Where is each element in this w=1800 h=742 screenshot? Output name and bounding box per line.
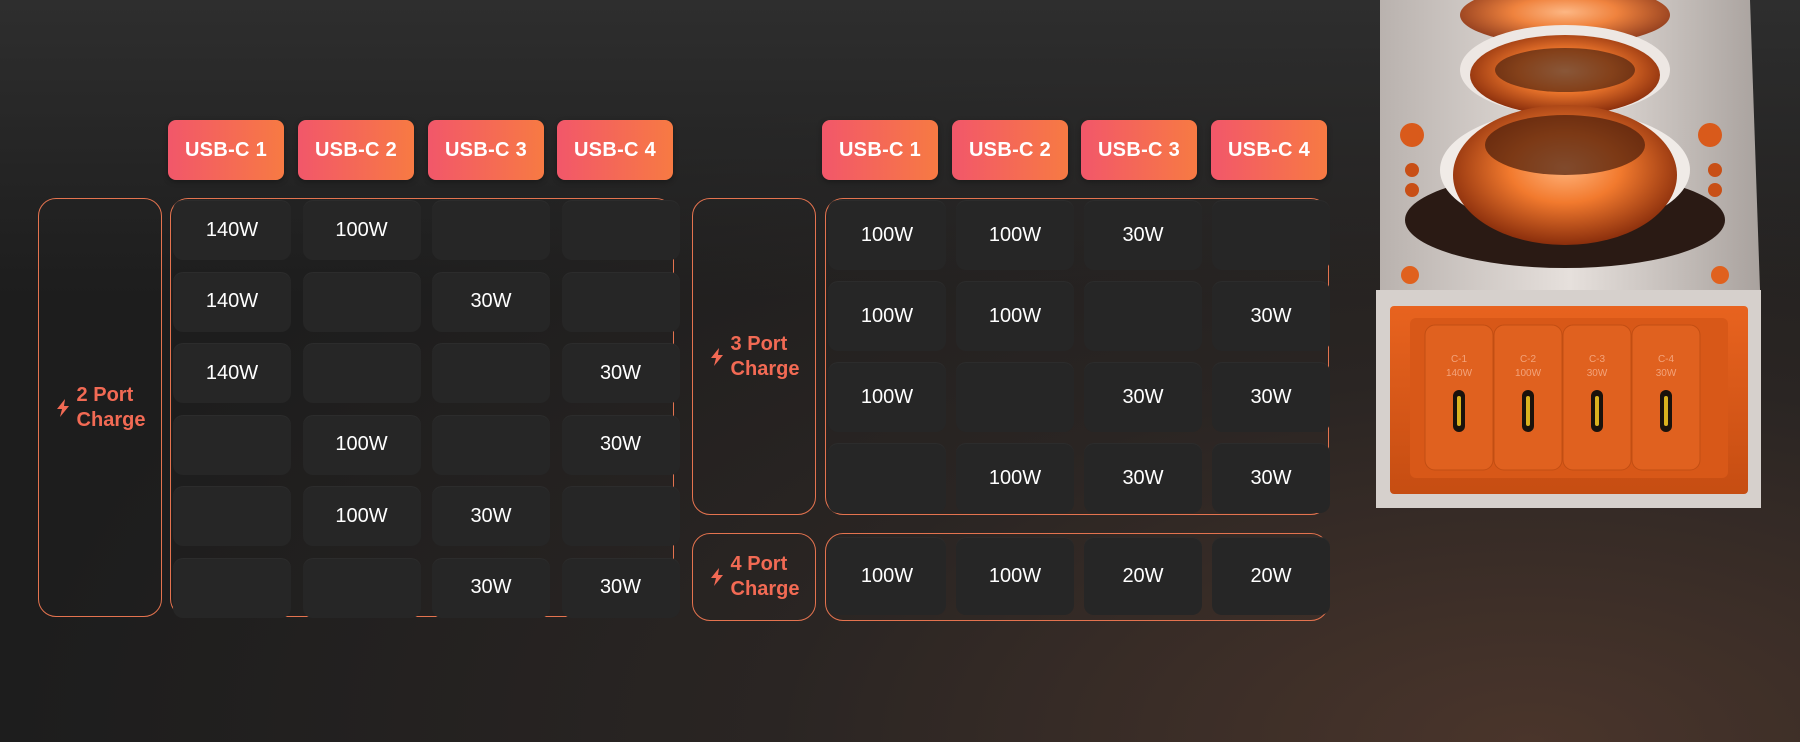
two-port-cell-r6-c1 — [173, 557, 291, 618]
two-port-cell-r3-c1: 140W — [173, 343, 291, 403]
two-port-cell-r2-c2 — [302, 271, 421, 332]
three-port-cell-r2-c4: 30W — [1212, 281, 1330, 351]
two-port-cell-r1-c4 — [561, 200, 680, 260]
two-port-cell-r6-c3: 30W — [432, 557, 550, 618]
three-port-cell-r4-c1 — [828, 443, 946, 513]
three-port-cell-r2-c1: 100W — [828, 281, 946, 351]
device-port-label-2: C-2 — [1520, 354, 1537, 365]
three-port-cell-r3-c1: 100W — [828, 362, 946, 432]
charger-device-illustration: C-1 C-2 C-3 C-4 140W 100W 30W 30W — [1376, 0, 1761, 508]
right-port-header-1: USB-C 1 — [822, 120, 938, 180]
two-port-cell-r4-c2: 100W — [302, 414, 421, 475]
two-port-cell-r4-c1 — [173, 414, 291, 475]
device-port-label-3: C-3 — [1589, 354, 1606, 365]
three-port-label-line2: Charge — [730, 357, 800, 380]
two-port-cell-r3-c4: 30W — [561, 343, 680, 403]
left-port-header-1: USB-C 1 — [168, 120, 284, 180]
two-port-cell-r6-c2 — [302, 557, 421, 618]
four-port-cell-r1-c1: 100W — [828, 537, 946, 615]
three-port-label-box: 3 Port Charge — [692, 198, 816, 515]
device-port-watt-4: 30W — [1656, 368, 1677, 379]
three-port-cell-r1-c4 — [1212, 200, 1330, 270]
two-port-label-line1: 2 Port — [76, 383, 134, 406]
device-ports — [1424, 324, 1701, 471]
device-port-watt-3: 30W — [1587, 368, 1608, 379]
four-port-label-line1: 4 Port — [730, 553, 788, 575]
two-port-label-box: 2 Port Charge — [38, 198, 162, 617]
two-port-cell-r5-c3: 30W — [432, 486, 550, 546]
two-port-cell-r2-c3: 30W — [432, 271, 550, 332]
three-port-cell-r2-c2: 100W — [956, 281, 1074, 351]
device-port-label-4: C-4 — [1658, 354, 1675, 365]
four-port-cell-r1-c3: 20W — [1084, 537, 1202, 615]
two-port-cell-r5-c2: 100W — [302, 486, 421, 546]
two-port-cell-r5-c1 — [173, 486, 291, 546]
three-port-cell-r1-c3: 30W — [1084, 200, 1202, 270]
right-port-header-2: USB-C 2 — [952, 120, 1068, 180]
device-port-label-1: C-1 — [1451, 354, 1468, 365]
two-port-grid-box — [170, 198, 674, 617]
three-port-grid-box — [825, 198, 1329, 515]
four-port-cell-r1-c4: 20W — [1212, 537, 1330, 615]
bolt-icon — [710, 568, 723, 586]
two-port-cell-r1-c3 — [432, 200, 550, 260]
four-port-label-line2: Charge — [730, 578, 800, 600]
two-port-cell-r1-c1: 140W — [173, 200, 291, 260]
two-port-label-line2: Charge — [76, 408, 146, 431]
two-port-cell-r4-c4: 30W — [561, 414, 680, 475]
two-port-cell-r6-c4: 30W — [561, 557, 680, 618]
bolt-icon — [56, 398, 69, 417]
right-port-header-3: USB-C 3 — [1081, 120, 1197, 180]
two-port-cell-r2-c4 — [561, 271, 680, 332]
two-port-cell-r1-c2: 100W — [302, 200, 421, 260]
three-port-cell-r3-c2 — [956, 362, 1074, 432]
three-port-cell-r1-c1: 100W — [828, 200, 946, 270]
bolt-icon — [710, 347, 723, 366]
left-port-header-2: USB-C 2 — [298, 120, 414, 180]
four-port-label-box: 4 Port Charge — [692, 533, 816, 621]
device-port-watt-1: 140W — [1446, 368, 1473, 379]
three-port-label-line1: 3 Port — [730, 332, 788, 355]
three-port-cell-r2-c3 — [1084, 281, 1202, 351]
three-port-cell-r1-c2: 100W — [956, 200, 1074, 270]
three-port-cell-r4-c2: 100W — [956, 443, 1074, 513]
two-port-cell-r2-c1: 140W — [173, 271, 291, 332]
three-port-cell-r4-c4: 30W — [1212, 443, 1330, 513]
two-port-cell-r3-c2 — [302, 343, 421, 403]
left-port-header-4: USB-C 4 — [557, 120, 673, 180]
right-port-header-4: USB-C 4 — [1211, 120, 1327, 180]
four-port-cell-r1-c2: 100W — [956, 537, 1074, 615]
two-port-cell-r5-c4 — [561, 486, 680, 546]
three-port-cell-r4-c3: 30W — [1084, 443, 1202, 513]
two-port-cell-r4-c3 — [432, 414, 550, 475]
three-port-cell-r3-c4: 30W — [1212, 362, 1330, 432]
left-port-header-3: USB-C 3 — [428, 120, 544, 180]
three-port-cell-r3-c3: 30W — [1084, 362, 1202, 432]
device-port-watt-2: 100W — [1515, 368, 1542, 379]
two-port-cell-r3-c3 — [432, 343, 550, 403]
